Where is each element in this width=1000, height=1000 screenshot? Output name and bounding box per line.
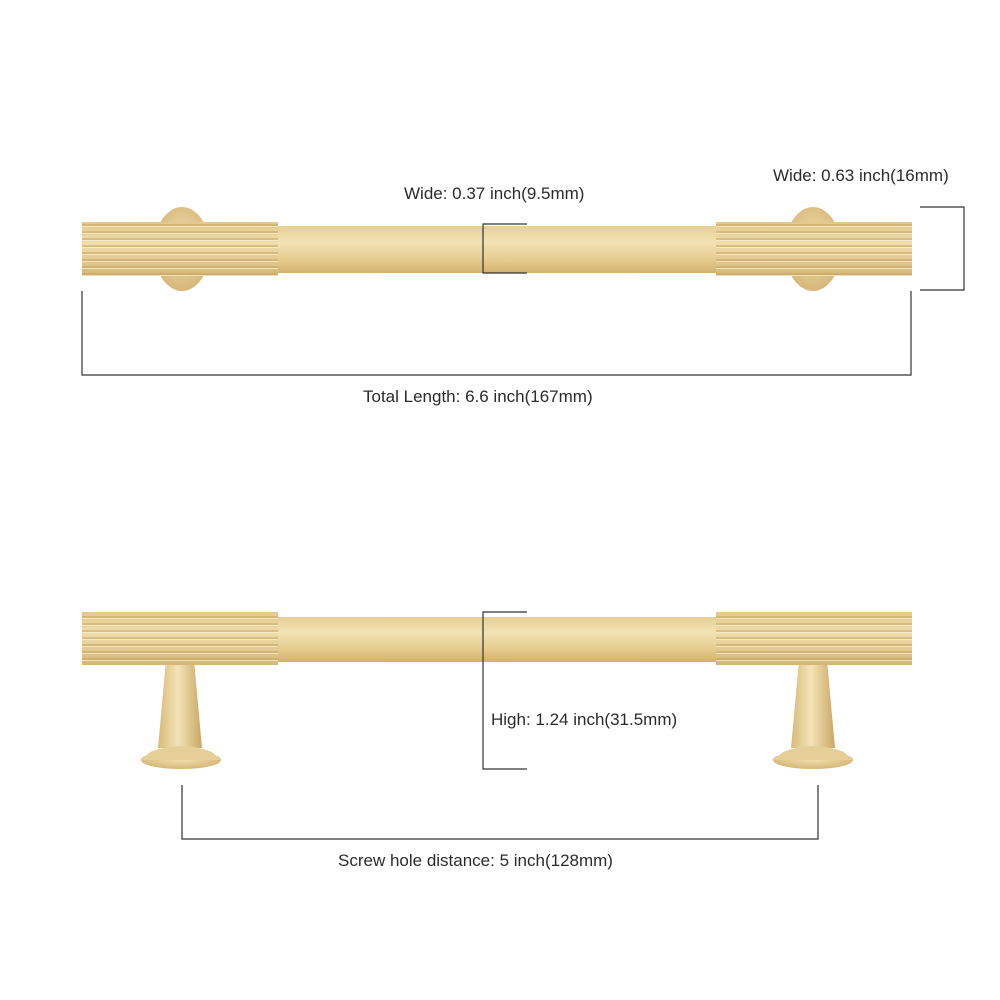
side-dimension-lines xyxy=(181,611,819,840)
total-length-label: Total Length: 6.6 inch(167mm) xyxy=(363,387,593,406)
top-right-grip-ribs xyxy=(716,222,912,276)
bar-width-label: Wide: 0.37 inch(9.5mm) xyxy=(404,184,585,203)
right-base-flare xyxy=(773,746,853,760)
top-center-bar xyxy=(270,226,725,273)
top-dimension-lines xyxy=(81,206,965,376)
grip-width-label: Wide: 0.63 inch(16mm) xyxy=(773,166,949,185)
right-post xyxy=(791,660,835,748)
left-post xyxy=(158,660,202,748)
side-left-grip-ribs xyxy=(82,612,278,665)
top-left-grip-ribs xyxy=(82,222,278,276)
height-bracket xyxy=(482,611,527,770)
bar-width-bracket xyxy=(482,223,527,274)
side-center-bar xyxy=(270,617,725,662)
grip-width-bracket xyxy=(920,206,965,291)
left-base-flare xyxy=(141,746,221,760)
screw-distance-label: Screw hole distance: 5 inch(128mm) xyxy=(338,851,613,870)
height-label: High: 1.24 inch(31.5mm) xyxy=(491,710,678,729)
side-view xyxy=(82,612,912,769)
side-right-grip-ribs xyxy=(716,612,912,665)
screw-distance-bracket xyxy=(181,785,819,840)
total-length-bracket xyxy=(81,291,912,376)
top-view xyxy=(82,207,912,291)
